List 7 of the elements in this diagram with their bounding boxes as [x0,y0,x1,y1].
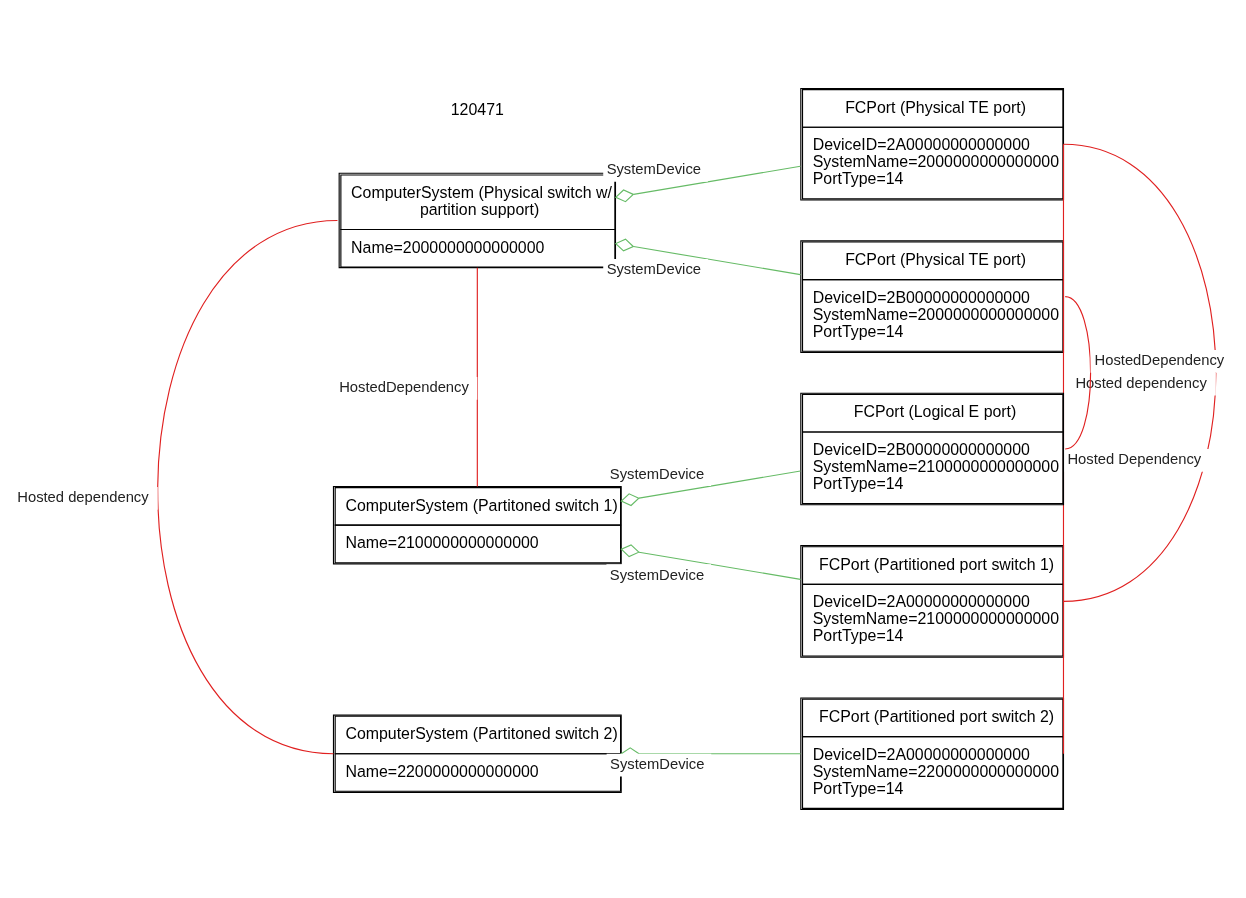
edge-label: SystemDevice [609,465,705,482]
edge-label: HostedDependency [1094,352,1225,369]
edge-label: Hosted dependency [17,489,149,506]
edge-label: SystemDevice [609,566,705,583]
label: 120471 [450,101,504,119]
edge-label: HostedDependency [339,379,469,396]
edge-label: Hosted Dependency [1067,451,1202,468]
